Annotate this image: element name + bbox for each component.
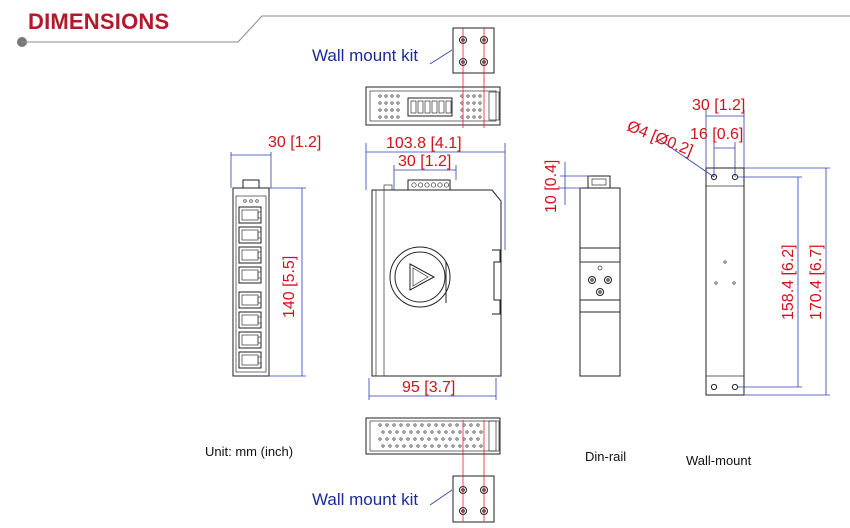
front-view-dimensions: 103.8 [4.1] 30 [1.2] 95 [3.7]	[365, 135, 506, 400]
side-width-dimension: 30 [1.2]	[268, 134, 321, 151]
din-rail-label: Din-rail	[585, 449, 627, 464]
wall-width-dimension: 30 [1.2]	[692, 97, 745, 114]
wall-mount-kit-top-label: Wall mount kit	[312, 46, 419, 65]
wall-mount-view	[705, 167, 745, 396]
wall-hole-height-dimension: 158.4 [6.2]	[780, 244, 797, 320]
side-view-dimensions: 30 [1.2] 140 [5.5]	[230, 134, 321, 377]
bottom-view	[365, 417, 501, 455]
wall-mount-kit-bottom-label: Wall mount kit	[312, 490, 419, 509]
front-terminal-dimension: 30 [1.2]	[398, 153, 451, 170]
header-rule	[17, 15, 850, 47]
wall-hole-spacing-dimension: 16 [0.6]	[690, 126, 743, 143]
side-view	[232, 179, 270, 377]
wall-hole-diameter-dimension: Ø4 [Ø0.2]	[625, 118, 696, 160]
wall-mount-label: Wall-mount	[686, 453, 752, 468]
front-width-dimension: 103.8 [4.1]	[386, 135, 462, 152]
din-rail-dimensions: 10 [0.4]	[543, 160, 590, 213]
wall-mount-kit-bottom	[429, 420, 495, 523]
front-view	[371, 179, 502, 377]
side-height-dimension: 140 [5.5]	[281, 256, 298, 318]
page-title: DIMENSIONS	[28, 9, 170, 34]
wall-mount-kit-top	[429, 27, 495, 128]
wall-total-height-dimension: 170.4 [6.7]	[808, 244, 825, 320]
din-rail-view	[579, 175, 621, 377]
din-offset-dimension: 10 [0.4]	[543, 160, 560, 213]
top-view	[365, 86, 501, 126]
front-depth-dimension: 95 [3.7]	[402, 379, 455, 396]
ethernet-ports	[238, 206, 262, 369]
unit-label: Unit: mm (inch)	[205, 444, 294, 459]
wall-mount-dimensions: 30 [1.2] 16 [0.6] Ø4 [Ø0.2] 158.4 [6.2] …	[625, 97, 830, 396]
